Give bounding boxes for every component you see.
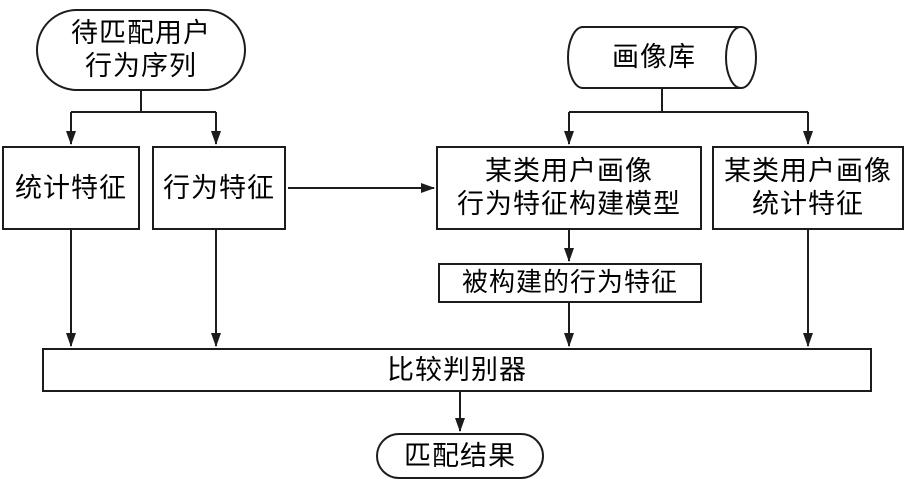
node-label-line: 画像库 [612, 42, 696, 73]
node-label-line: 待匹配用户 [71, 18, 211, 49]
node-comparator: 比较判别器 [42, 348, 872, 392]
node-pending-user-behavior-sequence: 待匹配用户 行为序列 [36, 9, 246, 91]
node-label-line: 统计特征 [15, 172, 127, 203]
node-label-line: 某类用户画像 [724, 156, 892, 187]
node-constructed-behavior-features: 被构建的行为特征 [438, 263, 702, 303]
node-label-line: 匹配结果 [404, 440, 516, 471]
node-label-line: 某类用户画像 [485, 156, 653, 187]
node-match-result: 匹配结果 [376, 433, 544, 479]
node-label-line: 比较判别器 [387, 354, 527, 385]
node-label-line: 行为序列 [85, 51, 197, 81]
node-label-line: 被构建的行为特征 [461, 267, 678, 298]
node-portrait-database: 画像库 [568, 27, 740, 88]
database-cylinder-shape [567, 26, 757, 89]
node-portrait-statistical-features: 某类用户画像 统计特征 [712, 146, 904, 230]
node-label-line: 行为特征 [163, 172, 275, 203]
node-label-line: 统计特征 [752, 189, 864, 219]
node-statistical-features: 统计特征 [2, 146, 140, 230]
node-label-line: 行为特征构建模型 [457, 189, 681, 219]
node-behavioral-features: 行为特征 [152, 146, 286, 230]
node-portrait-behavior-model: 某类用户画像 行为特征构建模型 [436, 146, 702, 230]
